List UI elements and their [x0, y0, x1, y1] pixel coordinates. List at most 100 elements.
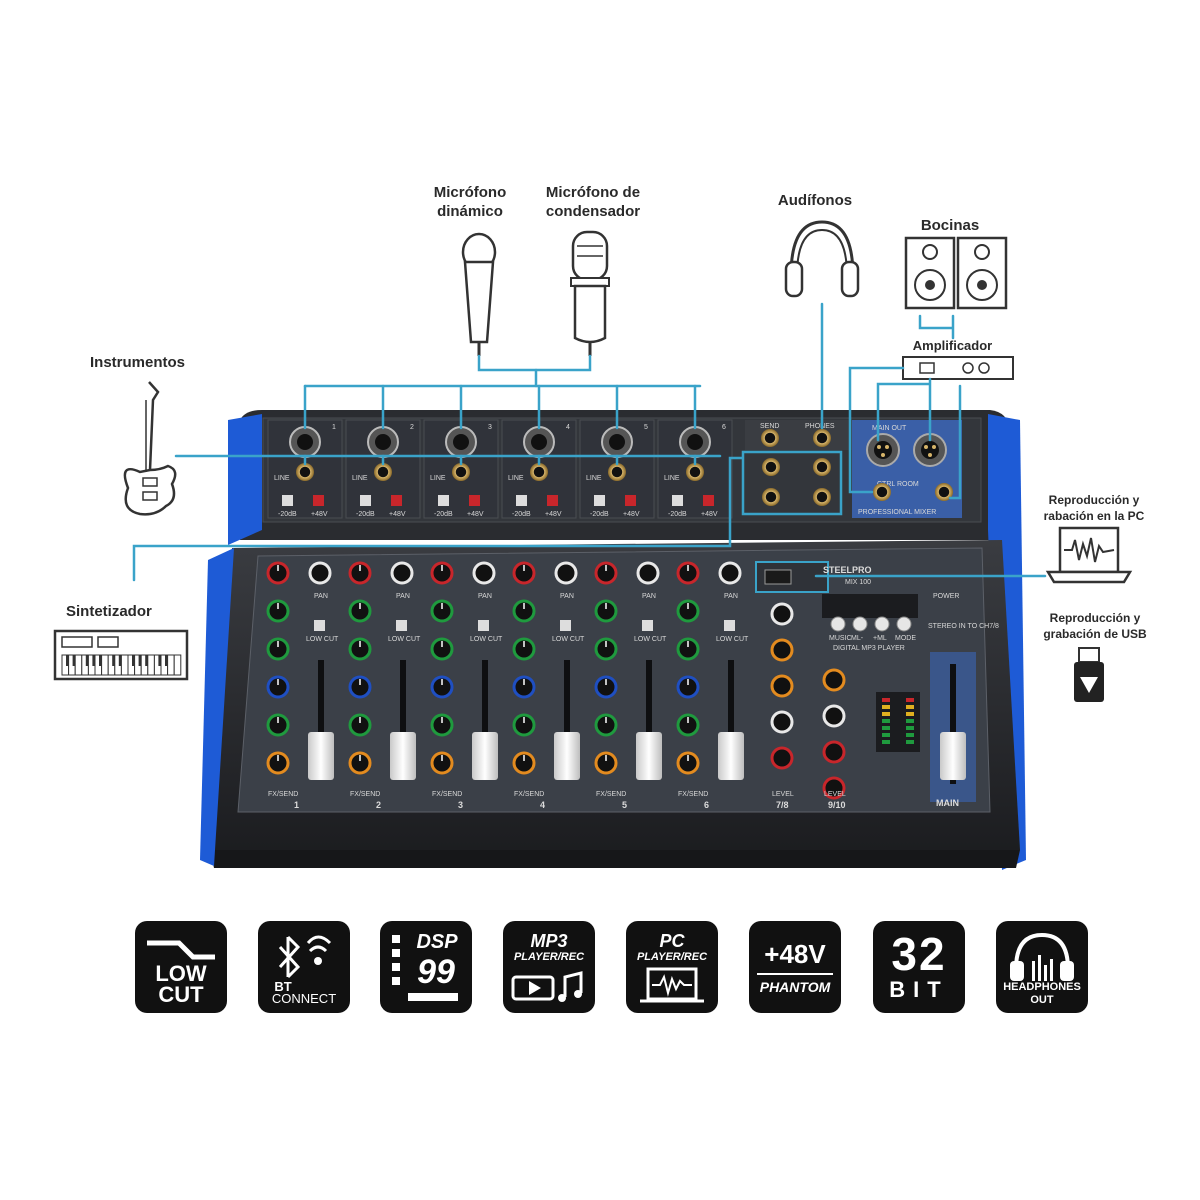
channel-knob[interactable]	[676, 637, 700, 661]
channel-knob[interactable]	[676, 675, 700, 699]
channel-knob[interactable]	[594, 713, 618, 737]
channel-knob[interactable]	[430, 713, 454, 737]
pad-switch[interactable]	[438, 495, 449, 506]
pan-knob[interactable]	[390, 561, 414, 585]
pad-label: -20dB	[512, 511, 531, 518]
ctrl-room-jack-right	[935, 483, 953, 501]
channel-knob[interactable]	[348, 599, 372, 623]
stereo-knob[interactable]	[770, 710, 794, 734]
pan-knob[interactable]	[554, 561, 578, 585]
synth-label: Sintetizador	[66, 603, 152, 620]
line-label: LINE	[664, 475, 680, 482]
phantom-switch[interactable]	[547, 495, 558, 506]
channel-strip-number: 6	[704, 800, 709, 810]
channel-knob[interactable]	[266, 599, 290, 623]
line-label: LINE	[508, 475, 524, 482]
channel-knob[interactable]	[348, 637, 372, 661]
low-cut-switch[interactable]	[314, 620, 325, 631]
channel-knob[interactable]	[594, 561, 618, 585]
channel-knob[interactable]	[594, 675, 618, 699]
channel-knob[interactable]	[512, 599, 536, 623]
stereo-knob[interactable]	[822, 776, 846, 800]
mp3-button-ml[interactable]	[852, 616, 868, 632]
channel-fader[interactable]	[390, 732, 416, 780]
channel-knob[interactable]	[430, 751, 454, 775]
xlr-input-1	[289, 426, 321, 458]
mp3-button-ml[interactable]	[874, 616, 890, 632]
channel-knob[interactable]	[430, 637, 454, 661]
channel-knob[interactable]	[348, 561, 372, 585]
stereo-knob[interactable]	[770, 638, 794, 662]
pad-label: -20dB	[668, 511, 687, 518]
channel-knob[interactable]	[430, 599, 454, 623]
pan-knob[interactable]	[308, 561, 332, 585]
synth-black-key	[72, 655, 77, 666]
channel-knob[interactable]	[512, 751, 536, 775]
phantom-switch[interactable]	[625, 495, 636, 506]
stereo-knob[interactable]	[822, 704, 846, 728]
pan-knob[interactable]	[718, 561, 742, 585]
low-cut-switch[interactable]	[724, 620, 735, 631]
pad-switch[interactable]	[360, 495, 371, 506]
phantom-switch[interactable]	[469, 495, 480, 506]
fx-send-label: FX/SEND	[514, 791, 544, 798]
low-cut-switch[interactable]	[478, 620, 489, 631]
pad-switch[interactable]	[672, 495, 683, 506]
channel-knob[interactable]	[594, 599, 618, 623]
mp3-button-music[interactable]	[830, 616, 846, 632]
xlr-input-6	[679, 426, 711, 458]
low-cut-switch[interactable]	[560, 620, 571, 631]
channel-knob[interactable]	[348, 713, 372, 737]
stereo-knob[interactable]	[822, 668, 846, 692]
phantom-switch[interactable]	[391, 495, 402, 506]
channel-knob[interactable]	[430, 561, 454, 585]
pad-switch[interactable]	[282, 495, 293, 506]
channel-fader[interactable]	[554, 732, 580, 780]
channel-knob[interactable]	[676, 599, 700, 623]
low-cut-label: LOW CUT	[388, 636, 421, 643]
pan-knob[interactable]	[472, 561, 496, 585]
channel-knob[interactable]	[676, 561, 700, 585]
channel-knob[interactable]	[266, 637, 290, 661]
channel-knob[interactable]	[676, 751, 700, 775]
pad-switch[interactable]	[594, 495, 605, 506]
channel-knob[interactable]	[512, 713, 536, 737]
channel-knob[interactable]	[266, 675, 290, 699]
channel-knob[interactable]	[512, 675, 536, 699]
pan-knob[interactable]	[636, 561, 660, 585]
channel-knob[interactable]	[594, 637, 618, 661]
channel-knob[interactable]	[348, 675, 372, 699]
stereo-knob[interactable]	[770, 674, 794, 698]
stereo-knob[interactable]	[770, 602, 794, 626]
channel-knob[interactable]	[430, 675, 454, 699]
channel-knob[interactable]	[266, 561, 290, 585]
channel-knob[interactable]	[512, 561, 536, 585]
channel-fader[interactable]	[718, 732, 744, 780]
rear-panel: 1LINE-20dB+48V2LINE-20dB+48V3LINE-20dB+4…	[267, 419, 733, 519]
pad-label: -20dB	[356, 511, 375, 518]
channel-knob[interactable]	[266, 713, 290, 737]
headphones-label: Audífonos	[777, 192, 853, 209]
synth-black-key	[99, 655, 103, 666]
channel-fader[interactable]	[308, 732, 334, 780]
channel-knob[interactable]	[266, 751, 290, 775]
stereo-knob[interactable]	[770, 746, 794, 770]
main-out-xlr-left	[866, 433, 900, 467]
low-cut-switch[interactable]	[642, 620, 653, 631]
channel-fader[interactable]	[636, 732, 662, 780]
main-fader[interactable]	[940, 732, 966, 780]
low-cut-switch[interactable]	[396, 620, 407, 631]
channel-knob[interactable]	[512, 637, 536, 661]
channel-knob[interactable]	[676, 713, 700, 737]
channel-knob[interactable]	[348, 751, 372, 775]
channel-fader[interactable]	[472, 732, 498, 780]
pad-switch[interactable]	[516, 495, 527, 506]
pad-label: -20dB	[278, 511, 297, 518]
mp3-button-mode[interactable]	[896, 616, 912, 632]
led-left	[882, 740, 890, 744]
phantom-switch[interactable]	[703, 495, 714, 506]
stereo-knob[interactable]	[822, 740, 846, 764]
channel-knob[interactable]	[594, 751, 618, 775]
phantom-label: +48V	[545, 511, 562, 518]
phantom-switch[interactable]	[313, 495, 324, 506]
